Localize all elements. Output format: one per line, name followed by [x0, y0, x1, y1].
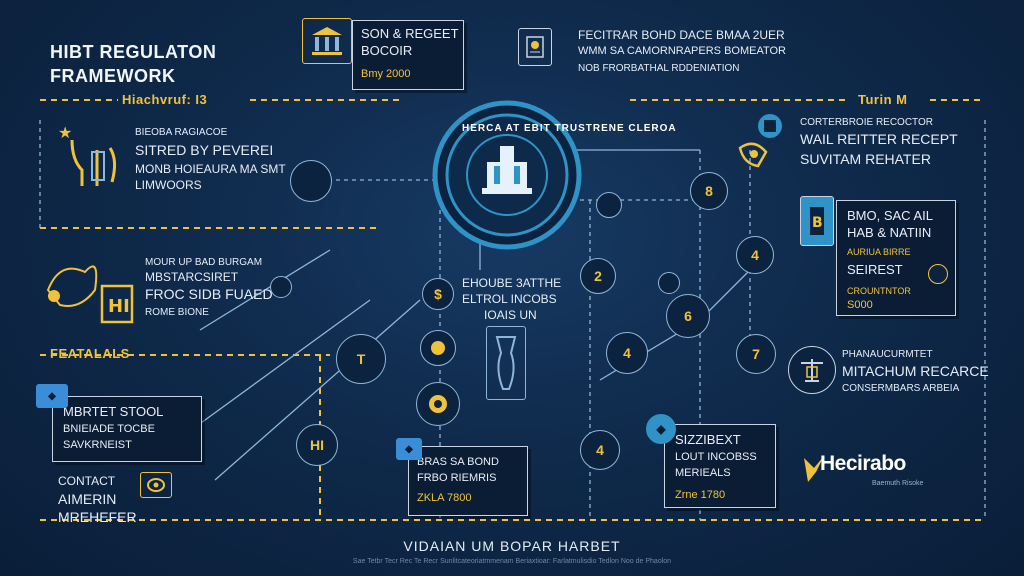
node-4-b[interactable]: 4: [606, 332, 648, 374]
center-card-line1: BRAS SA BOND: [417, 456, 499, 468]
svg-text:B: B: [812, 215, 823, 231]
node-dollar-1[interactable]: $: [422, 278, 454, 310]
center-card-line2: FRBO RIEMRIS: [417, 472, 497, 484]
footer-title: VIDAIAN UM BOPAR HARBET: [403, 538, 621, 554]
right-text1-line1: CORTERBROIE RECOCTOR: [800, 117, 933, 128]
right-text2-line2: MITACHUM RECARCE: [842, 363, 989, 379]
bitcoin-icon: B: [800, 196, 834, 246]
tag-icon-2: ◆: [396, 438, 422, 460]
node-8-a[interactable]: 8: [690, 172, 728, 210]
coin-icon: [140, 472, 172, 498]
page-title: HIBT REGULATON FRAMEWORK: [50, 40, 216, 88]
right-text1-line3: SUVITAM REHATER: [800, 151, 931, 167]
title-line1: HIBT REGULATON: [50, 42, 217, 62]
brand-name: Hecirabo: [820, 452, 906, 475]
right-card-line3: AURIUA BIRRE: [847, 247, 911, 257]
tag-icon: ◆: [36, 384, 68, 408]
left-block1-line1: BIEOBA RAGIACOE: [135, 127, 228, 138]
node-hi-2[interactable]: HI: [296, 424, 338, 466]
left-card-line2: BNIEIADE TOCBE: [63, 423, 155, 435]
left-block2-line1: MOUR UP BAD BURGAM: [145, 257, 263, 268]
top-right-line1: FECITRAR BOHD DACE BMAA 2UER: [578, 28, 785, 42]
bottom-card: SIZZIBEXT LOUT INCOBSS MERIEALS Zrne 178…: [664, 424, 776, 508]
left-card: MBRTET STOOL BNIEIADE TOCBE SAVKRNEIST: [52, 396, 202, 462]
center-card-line3: ZKLA 7800: [417, 492, 472, 504]
section-label-right: Turin M: [858, 92, 908, 107]
coin-small-icon: [928, 264, 948, 284]
bottom-card-line4: Zrne 1780: [675, 489, 726, 501]
contact-line1: CONTACT: [58, 474, 116, 488]
node-4-c[interactable]: 4: [580, 430, 620, 470]
center-card: BRAS SA BOND FRBO RIEMRIS ZKLA 7800: [408, 446, 528, 516]
bottom-card-line1: SIZZIBEXT: [675, 432, 741, 447]
left-block2-line3: FROC SIDB FUAED: [145, 286, 273, 302]
center-text-line3: IOAIS UN: [484, 308, 537, 322]
svg-text:★: ★: [58, 123, 72, 142]
scale-icon: ★: [52, 120, 130, 190]
node-small[interactable]: [270, 276, 292, 298]
node-6[interactable]: 6: [666, 294, 710, 338]
left-block2-line2: MBSTARCSIRET: [145, 270, 239, 284]
gear-icon: [734, 108, 792, 170]
right-text1-line2: WAIL REITTER RECEPT: [800, 131, 958, 147]
map-pin-icon: HI: [40, 250, 140, 332]
brand-logo-icon: [802, 454, 826, 484]
top-card-line2: BOCOIR: [361, 43, 413, 58]
right-card-line4: SEIREST: [847, 262, 903, 277]
document-icon: [518, 28, 552, 66]
bank-icon: [302, 18, 352, 64]
node-7[interactable]: 7: [736, 334, 776, 374]
contact-line2: AIMERIN: [58, 491, 117, 507]
left-block2-line4: ROME BIONE: [145, 307, 209, 318]
top-card-line1: SON & REGEET: [361, 26, 459, 41]
top-right-line2: WMM SA CAMORNRAPERS BOMEATOR: [578, 45, 787, 57]
node-coin-a[interactable]: [420, 330, 456, 366]
seal-text: HERCA AT EBIT TRUSTRENE CLEROA: [462, 123, 677, 134]
right-card-line5: CROUNTNTOR: [847, 286, 911, 296]
footer-subtext: Sae Tetbr Tecr Rec Te Recr Sunlitcateori…: [352, 558, 672, 565]
left-card-line3: SAVKRNEIST: [63, 439, 132, 451]
brand-tagline: Baemuth Risoke: [872, 480, 924, 487]
left-card-line1: MBRTET STOOL: [63, 404, 164, 419]
section-features: FEATALALS: [50, 346, 130, 361]
center-text-line1: EHOUBE 3ATTHE: [462, 276, 562, 290]
left-block1-line3: MONB HOIEAURA MA SMT: [135, 162, 286, 176]
node-t[interactable]: T: [336, 334, 386, 384]
bottom-card-line2: LOUT INCOBSS: [675, 451, 757, 463]
right-card: BMO, SAC AIL HAB & NATIIN AURIUA BIRRE S…: [836, 200, 956, 316]
tag-icon-3: ◆: [646, 414, 676, 444]
left-block1-line4: LIMWOORS: [135, 178, 202, 192]
node-4-a[interactable]: 4: [736, 236, 774, 274]
top-right-line3: NOB FRORBATHAL RDDENIATION: [578, 63, 740, 74]
right-text2-line3: CONSERMBARS ARBEIA: [842, 383, 960, 394]
right-card-line1: BMO, SAC AIL: [847, 208, 933, 223]
title-line2: FRAMEWORK: [50, 66, 176, 86]
scale-icon-2: [788, 346, 836, 394]
seal-icon[interactable]: [432, 100, 582, 250]
right-card-line2: HAB & NATIIN: [847, 225, 932, 240]
node-dial[interactable]: [290, 160, 332, 202]
right-card-line6: S000: [847, 299, 873, 311]
top-card: SON & REGEET BOCOIR Bmy 2000: [352, 20, 464, 90]
node-dot[interactable]: [596, 192, 622, 218]
node-coin-b[interactable]: [416, 382, 460, 426]
svg-text:HI: HI: [108, 296, 130, 317]
center-text-line2: ELTROL INCOBS: [462, 292, 557, 306]
bottom-card-line3: MERIEALS: [675, 467, 731, 479]
contact-line3: MREHEFER: [58, 509, 137, 525]
right-text2-line1: PHANAUCURMTET: [842, 349, 933, 360]
vase-icon: [486, 326, 526, 400]
node-2[interactable]: 2: [580, 258, 616, 294]
top-card-stamp: Bmy 2000: [361, 68, 411, 80]
node-dot-2[interactable]: [658, 272, 680, 294]
left-block1-line2: SITRED BY PEVEREI: [135, 142, 274, 158]
section-label-left: Hiachvruf: I3: [122, 92, 208, 107]
